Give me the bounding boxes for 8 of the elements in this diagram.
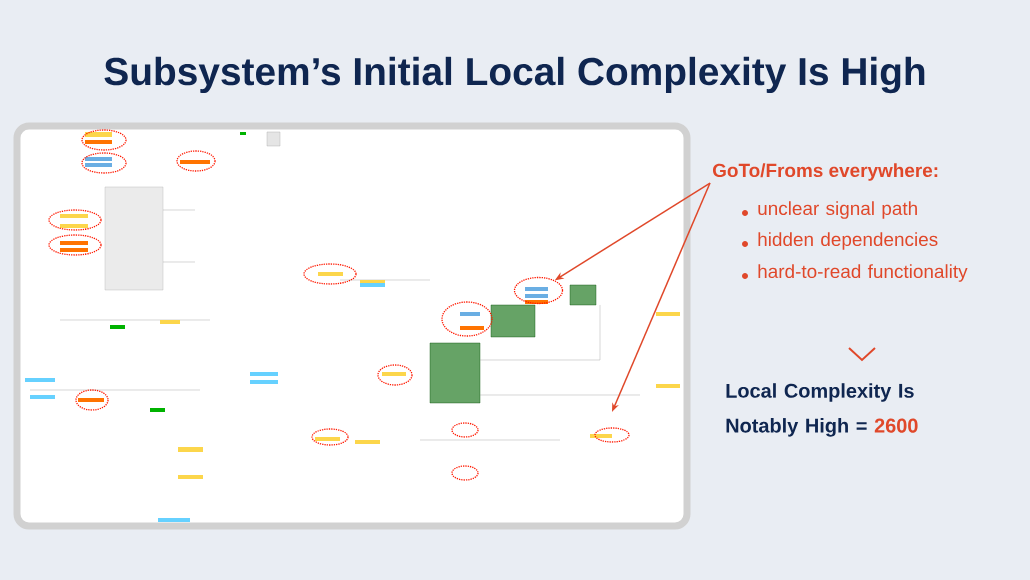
dotted-ellipse [513,276,564,305]
callout-heading: GoTo/Froms everywhere: [713,163,938,181]
picture [13,122,691,530]
bullet-item: hidden dependencies [742,232,938,250]
slide-title: Subsystem’s Initial Local Complexity Is High [104,56,925,94]
bullet-item: unclear signal path [742,201,917,219]
bullet-item: hard-to-read functionality [742,264,968,282]
complexity-note: Local Complexity Is Notably High = 2600 [726,383,918,437]
